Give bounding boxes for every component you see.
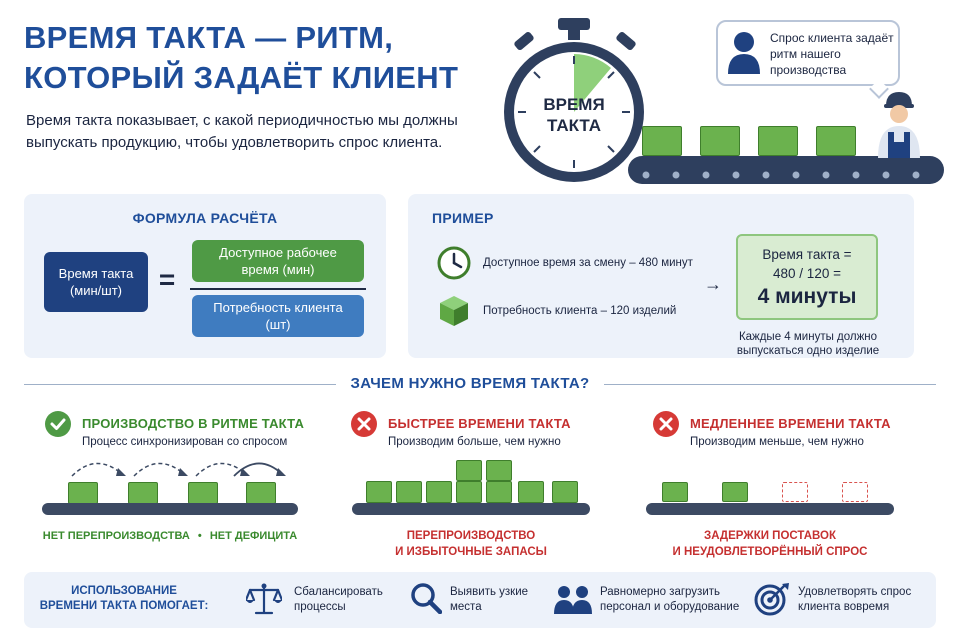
numerator-box: Доступное рабочее время (мин)	[192, 240, 364, 282]
result-note: Каждые 4 минуты должно выпускаться одно …	[736, 331, 880, 357]
why-title: ЗАЧЕМ НУЖНО ВРЕМЯ ТАКТА?	[350, 375, 590, 392]
page-title: ВРЕМЯ ТАКТА — РИТМ, КОТОРЫЙ ЗАДАЁТ КЛИЕН…	[24, 20, 459, 95]
cube-icon	[438, 294, 470, 328]
benefit-balance: Сбалансировать процессы	[294, 586, 383, 613]
col2-crate	[366, 481, 392, 503]
col2-crate	[518, 481, 544, 503]
top-crate	[642, 126, 682, 156]
col2-crate	[552, 481, 578, 503]
col2-crate	[456, 460, 482, 481]
col1-title: ПРОИЗВОДСТВО В РИТМЕ ТАКТА	[82, 416, 305, 431]
col3-missing-crate	[842, 482, 868, 502]
example-item-time: Доступное время за смену – 480 минут	[483, 257, 693, 269]
cross-icon	[652, 410, 680, 438]
target-icon	[754, 582, 790, 616]
fraction-line	[190, 288, 366, 290]
col1-crate	[68, 482, 98, 504]
col3-title: МЕДЛЕННЕЕ ВРЕМЕНИ ТАКТА	[690, 416, 891, 431]
benefit-workload: Равномерно загрузить персонал и оборудов…	[600, 586, 740, 613]
top-conveyor-belt	[628, 156, 944, 184]
cross-icon	[350, 410, 378, 438]
col2-conveyor	[352, 503, 590, 515]
col2-crate	[396, 481, 422, 503]
result-value: 4 минуты	[757, 285, 857, 308]
col3-missing-crate	[782, 482, 808, 502]
scales-icon	[246, 582, 282, 616]
top-crate	[816, 126, 856, 156]
col3-caption: ЗАДЕРЖКИ ПОСТАВОК И НЕУДОВЛЕТВОРЁННЫЙ СП…	[672, 530, 868, 558]
stopwatch-label: ВРЕМЯ ТАКТА	[543, 95, 605, 135]
flow-arrows-icon	[60, 454, 290, 480]
arrow-icon: →	[704, 274, 722, 294]
section-divider-right	[604, 384, 936, 385]
top-crate	[758, 126, 798, 156]
col1-caption: НЕТ ПЕРЕПРОИЗВОДСТВА • НЕТ ДЕФИЦИТА	[42, 530, 298, 542]
col2-subtitle: Производим больше, чем нужно	[388, 436, 561, 448]
col1-crate	[188, 482, 218, 504]
col3-conveyor	[646, 503, 894, 515]
result-line1: Время такта =	[762, 247, 852, 262]
result-line2: 480 / 120 =	[773, 266, 841, 281]
magnifier-icon	[410, 582, 442, 614]
check-icon	[44, 410, 72, 438]
top-crate	[700, 126, 740, 156]
example-title: ПРИМЕР	[432, 210, 494, 226]
benefit-bottlenecks: Выявить узкие места	[450, 586, 529, 613]
clock-icon	[437, 246, 471, 280]
result-box: Время такта = 480 / 120 = 4 минуты	[736, 234, 878, 320]
speech-bubble	[716, 20, 900, 86]
page-subtitle: Время такта показывает, с какой периодич…	[26, 112, 458, 151]
col2-caption: ПЕРЕПРОИЗВОДСТВО И ИЗБЫТОЧНЫЕ ЗАПАСЫ	[395, 530, 547, 558]
col3-crate	[722, 482, 748, 502]
equals-sign: =	[158, 264, 176, 295]
col2-crate	[456, 481, 482, 503]
col1-conveyor	[42, 503, 298, 515]
worker-icon	[874, 90, 924, 158]
col1-subtitle: Процесс синхронизирован со спросом	[82, 436, 288, 448]
col1-crate	[128, 482, 158, 504]
benefits-title: ИСПОЛЬЗОВАНИЕ ВРЕМЕНИ ТАКТА ПОМОГАЕТ:	[39, 585, 209, 612]
denominator-box: Потребность клиента (шт)	[192, 295, 364, 337]
stopwatch-icon	[500, 14, 650, 184]
col3-subtitle: Производим меньше, чем нужно	[690, 436, 864, 448]
people-icon	[554, 584, 592, 614]
col2-crate	[486, 460, 512, 481]
col3-crate	[662, 482, 688, 502]
col2-crate	[426, 481, 452, 503]
col2-title: БЫСТРЕЕ ВРЕМЕНИ ТАКТА	[388, 416, 571, 431]
customer-icon	[726, 30, 762, 76]
takt-time-box: Время такта (мин/шт)	[44, 252, 148, 312]
col2-crate	[486, 481, 512, 503]
section-divider-left	[24, 384, 336, 385]
formula-title: ФОРМУЛА РАСЧЁТА	[132, 210, 278, 226]
benefit-on-time: Удовлетворять спрос клиента вовремя	[798, 586, 912, 613]
speech-bubble-text: Спрос клиента задаёт ритм нашего произво…	[770, 31, 894, 77]
example-item-demand: Потребность клиента – 120 изделий	[483, 305, 677, 317]
col1-crate	[246, 482, 276, 504]
top-conveyor-rollers	[640, 166, 932, 179]
